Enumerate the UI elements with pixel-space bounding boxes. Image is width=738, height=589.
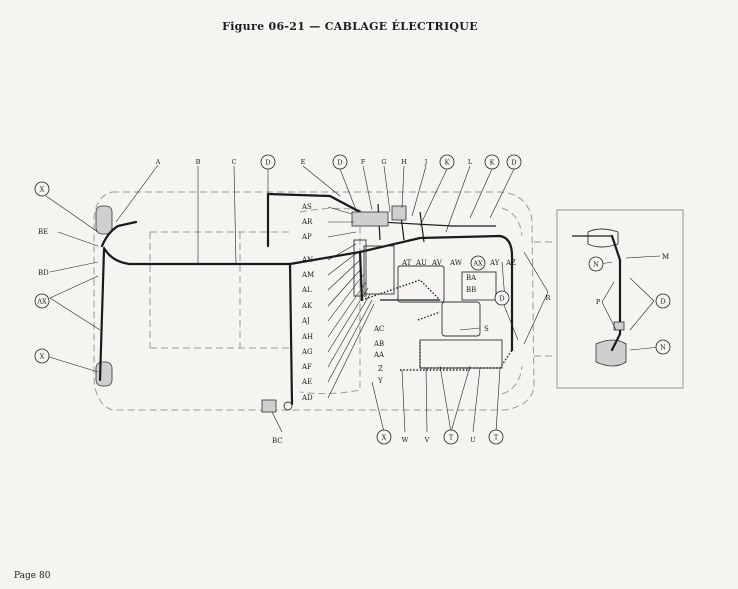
fuse-block [419, 339, 503, 369]
callout-ap-1: AP [301, 233, 312, 241]
callout-n-1: N [593, 261, 599, 269]
callout-v: V [424, 436, 430, 444]
callout-k-1: K [445, 159, 450, 167]
callout-x-bottom-row: X [382, 434, 387, 442]
callout-aj: AJ [301, 317, 310, 325]
callout-n-2: N [660, 344, 666, 352]
callout-am: AM [301, 271, 314, 279]
callout-ag: AG [301, 348, 313, 356]
relay-box [353, 239, 395, 297]
callout-c: C [232, 158, 237, 166]
callout-ac: AC [373, 325, 384, 333]
callout-t-2: T [494, 434, 499, 442]
callout-ah: AH [301, 333, 313, 341]
callout-p: P [596, 298, 601, 306]
callout-bc: BC [272, 437, 283, 445]
callout-d-2: D [337, 159, 342, 167]
page-number: Page 80 [14, 571, 51, 581]
engine-block [397, 265, 497, 337]
callout-at: AT [401, 259, 412, 267]
headlamp-left-top [95, 205, 113, 235]
callout-d-4: D [499, 295, 504, 303]
leader-lines [45, 164, 661, 433]
callout-af: AF [301, 363, 312, 371]
callout-av: AV [431, 259, 443, 267]
callout-a: A [155, 158, 161, 166]
callout-ab: AB [373, 340, 384, 348]
callout-x-bottom: X [40, 353, 45, 361]
callout-rings [34, 154, 671, 445]
callout-l: L [468, 158, 473, 166]
callout-b: B [196, 158, 201, 166]
headlamp-left-bottom [95, 361, 113, 387]
callout-ae: AE [301, 378, 312, 386]
callout-ba: BA [466, 274, 477, 282]
callout-bd: BD [38, 269, 49, 277]
callout-m: M [662, 253, 669, 261]
callout-an: AN [301, 256, 313, 264]
callout-d-3: D [511, 159, 516, 167]
callout-bb: BB [466, 286, 476, 294]
callout-h: H [401, 158, 407, 166]
rear-panel [556, 209, 684, 389]
dash-connector [261, 399, 293, 413]
callout-aw: AW [449, 259, 463, 267]
callout-al: AL [301, 286, 312, 294]
callout-ax-center: AX [472, 260, 483, 268]
callout-z: Z [378, 365, 383, 373]
callout-y: Y [377, 377, 383, 385]
callout-k-2: K [490, 159, 495, 167]
callout-g: G [381, 158, 386, 166]
callout-u: U [470, 436, 476, 444]
callout-ay: AY [489, 259, 500, 267]
callout-ar: AR [301, 218, 313, 226]
callout-ad: AD [301, 394, 313, 402]
callout-aa: AA [373, 351, 385, 359]
main-harness [98, 192, 514, 406]
secondary-harness [361, 279, 513, 371]
callout-e: E [301, 158, 306, 166]
callout-w: W [402, 436, 409, 444]
callout-f: F [361, 158, 366, 166]
callout-ak: AK [301, 302, 313, 310]
car-body-outline [93, 191, 556, 411]
callout-r: R [546, 294, 552, 302]
page-title: Figure 06-21 — CABLAGE ÉLECTRIQUE [222, 20, 478, 33]
callout-s: S [484, 325, 489, 333]
callout-be: BE [38, 228, 48, 236]
callout-ax-left: AX [36, 298, 47, 306]
callout-d-1: D [265, 159, 270, 167]
callout-az: AZ [505, 259, 516, 267]
connector-block [351, 205, 407, 227]
callout-x-top: X [40, 186, 45, 194]
callout-au: AU [415, 259, 427, 267]
callout-t-1: T [449, 434, 454, 442]
callout-as: AS [301, 203, 312, 211]
callout-j: J [424, 158, 428, 166]
callout-d-5: D [660, 298, 665, 306]
